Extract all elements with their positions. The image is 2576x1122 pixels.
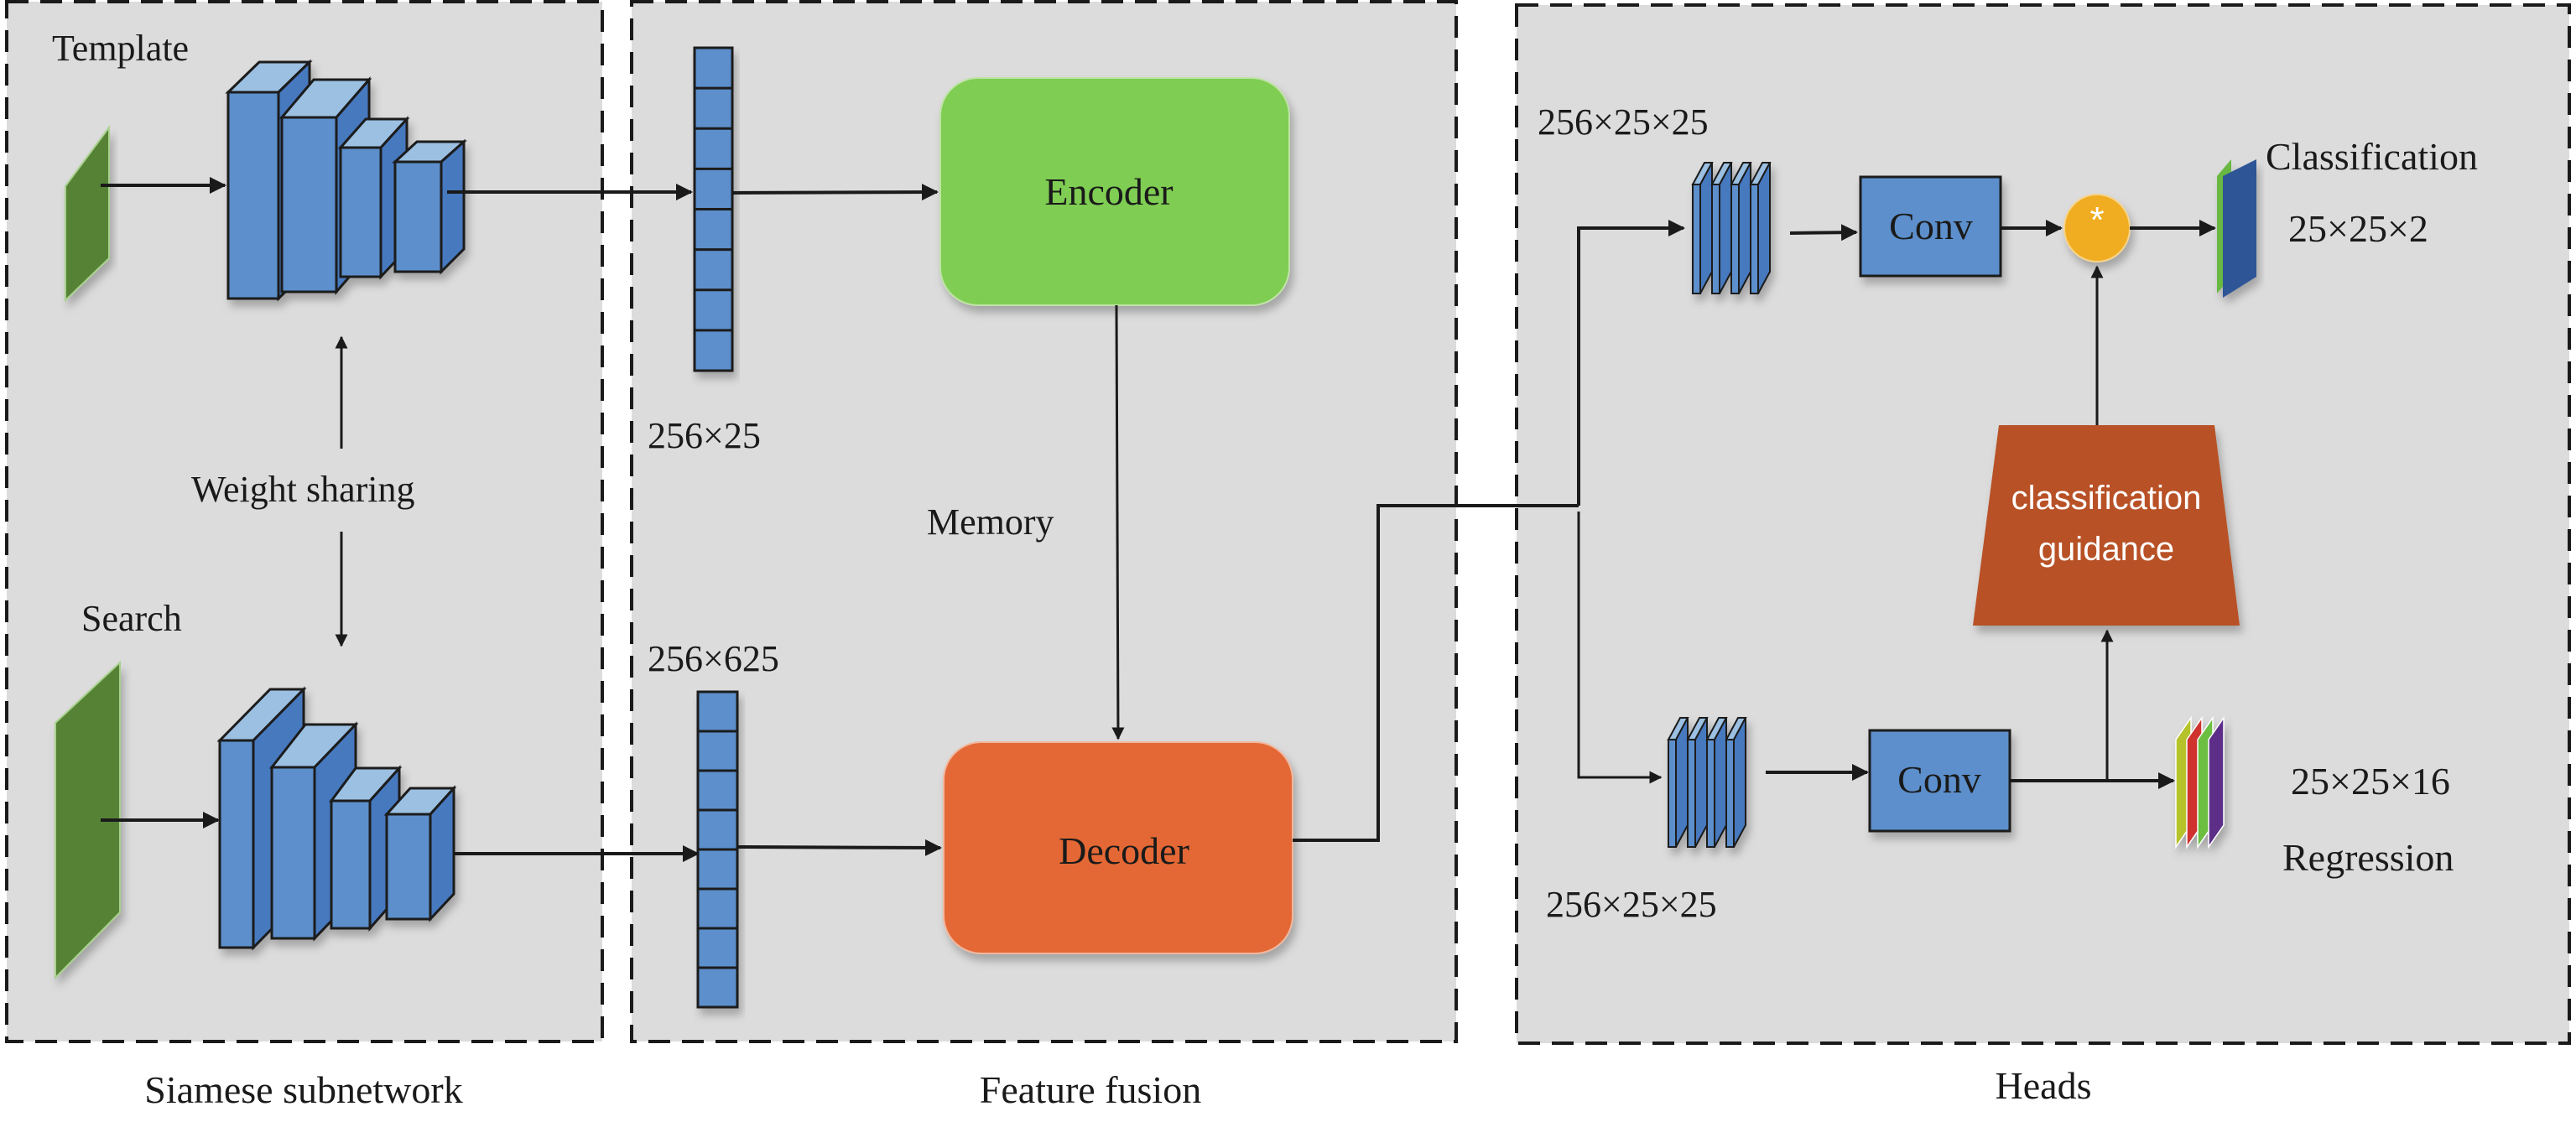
conv-bottom-label: Conv	[1897, 758, 1981, 801]
search-input-image	[55, 660, 121, 980]
to-regression-branch-arrow	[1577, 512, 1663, 784]
bottom-feature-size-label: 256×25×25	[1546, 884, 1717, 925]
regression-size-label: 25×25×16	[2291, 760, 2450, 803]
search-feature-vector	[696, 690, 739, 1009]
heads-caption: Heads	[1996, 1064, 2092, 1107]
search-conv-block-4	[383, 785, 457, 922]
feature-slab	[1749, 162, 1772, 294]
feature-to-conv-top-arrow	[1789, 224, 1858, 242]
template-feature-vector	[693, 46, 734, 372]
regression-label: Regression	[2282, 836, 2454, 879]
feature-slab	[1705, 717, 1728, 848]
feature-fusion-caption: Feature fusion	[980, 1068, 1201, 1111]
feature-slab	[1710, 162, 1733, 294]
decoder-output-connector	[1293, 504, 1579, 842]
feature-slab	[1667, 717, 1689, 848]
weight-sharing-label: Weight sharing	[191, 469, 415, 510]
conv-bottom-block	[1868, 729, 2011, 833]
classification-size-label: 25×25×2	[2288, 207, 2428, 250]
regression-channel	[2208, 715, 2225, 849]
multiply-symbol: *	[2089, 200, 2104, 241]
regression-output-map	[2175, 715, 2225, 849]
conv-top-label: Conv	[1889, 205, 1973, 247]
memory-label: Memory	[927, 501, 1054, 543]
search-vector-size-label: 256×625	[648, 638, 779, 679]
top-feature-size-label: 256×25×25	[1538, 101, 1709, 143]
classification-feature-stack	[1691, 162, 1772, 294]
search-label: Search	[81, 598, 182, 639]
memory-arrow	[1111, 304, 1125, 740]
feature-slab	[1691, 162, 1714, 294]
siamese-caption: Siamese subnetwork	[144, 1068, 462, 1111]
feature-slab	[1725, 717, 1747, 848]
guidance-label-line1: classification	[2011, 480, 2202, 517]
decoder-label: Decoder	[1059, 829, 1189, 872]
template-input-image	[65, 124, 110, 303]
feature-slab	[1730, 162, 1752, 294]
search-backbone	[216, 686, 457, 951]
template-vector-size-label: 256×25	[648, 415, 761, 456]
classification-guidance-block	[1973, 425, 2240, 626]
guidance-label-line2: guidance	[2038, 531, 2174, 568]
encoder-label: Encoder	[1044, 170, 1173, 213]
classification-output-map	[2217, 159, 2256, 298]
regression-feature-stack	[1667, 717, 1747, 848]
feature-slab	[1686, 717, 1709, 848]
classification-label: Classification	[2266, 135, 2478, 178]
template-backbone	[225, 59, 467, 302]
encoder-block	[939, 77, 1290, 306]
vector-to-encoder-arrow	[731, 184, 939, 201]
template-label: Template	[52, 28, 189, 69]
vector-to-decoder-arrow	[736, 839, 942, 856]
template-conv-block-4	[392, 138, 467, 275]
decoder-block	[943, 741, 1293, 954]
to-classification-branch-arrow	[1577, 220, 1685, 506]
